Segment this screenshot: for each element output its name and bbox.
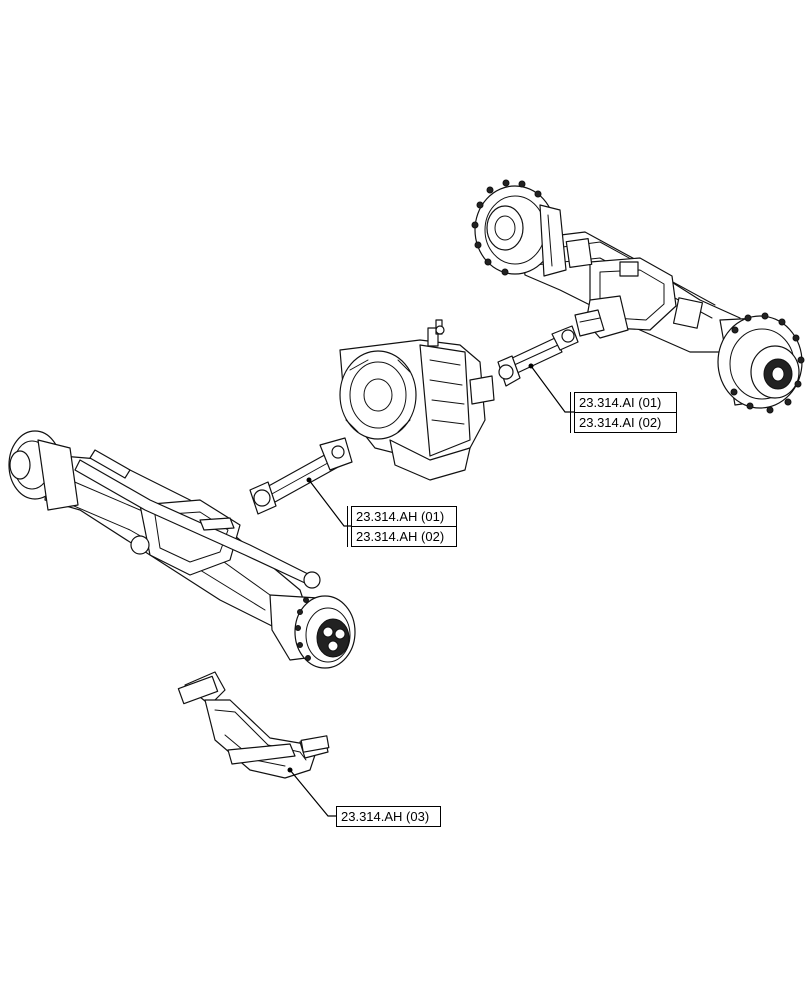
callout-guard-plate-03[interactable]: 23.314.AH (03) <box>341 809 430 824</box>
callout-front-shaft[interactable]: 23.314.AH (01) 23.314.AH (02) <box>347 506 457 547</box>
front-axle <box>9 431 355 668</box>
callout-rear-shaft[interactable]: 23.314.AI (01) 23.314.AI (02) <box>570 392 677 433</box>
callout-guard-plate[interactable]: 23.314.AH (03) <box>336 806 441 827</box>
axle-guard-plate <box>178 672 328 778</box>
rear-drive-shaft <box>498 326 578 386</box>
callout-rear-shaft-02[interactable]: 23.314.AI (02) <box>575 412 676 432</box>
transmission <box>340 320 494 480</box>
callout-front-shaft-02[interactable]: 23.314.AH (02) <box>352 526 456 546</box>
callout-rear-shaft-01[interactable]: 23.314.AI (01) <box>579 395 662 410</box>
rear-axle <box>472 180 804 413</box>
front-drive-shaft <box>224 438 352 526</box>
leader-lines <box>287 363 577 817</box>
callout-front-shaft-01[interactable]: 23.314.AH (01) <box>356 509 445 524</box>
